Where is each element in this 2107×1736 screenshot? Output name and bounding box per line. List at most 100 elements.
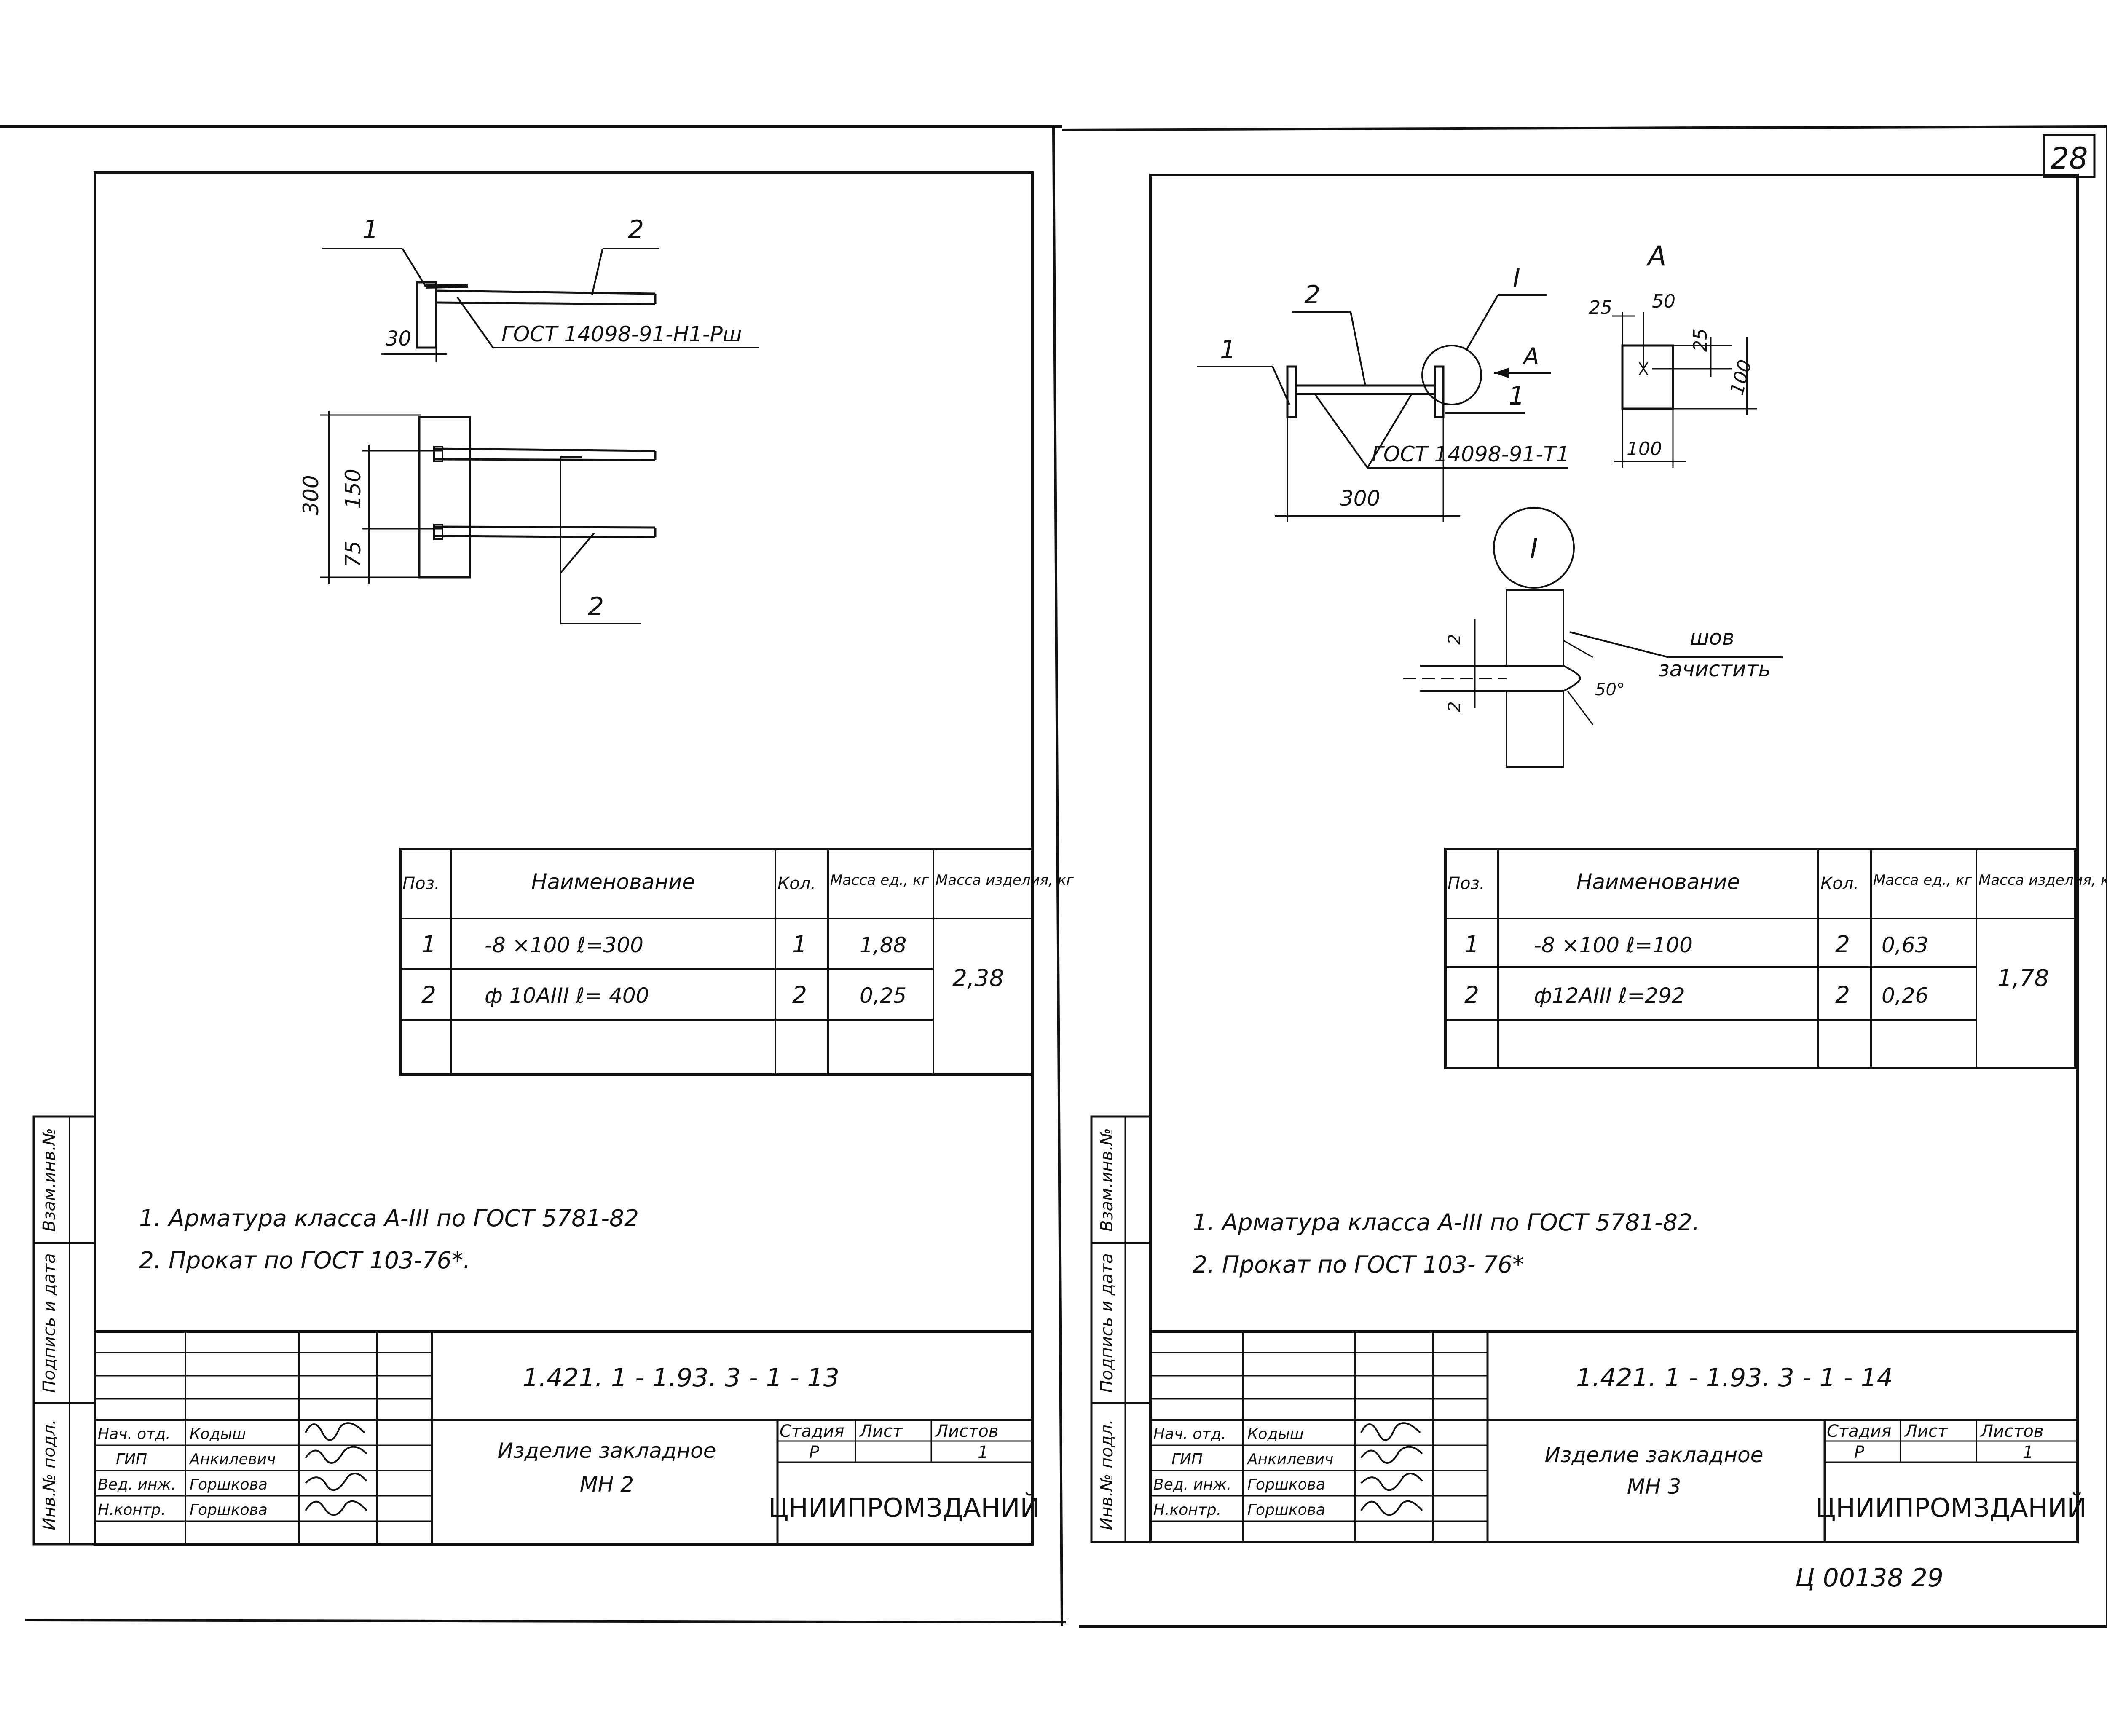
spec-header-mass-total: Масса изделия, кг xyxy=(936,872,1074,889)
detail-marker: I xyxy=(1513,263,1520,293)
side-label-signature: Подпись и дата xyxy=(40,1253,59,1393)
weld-ref: ГОСТ 14098-91-Н1-Рш xyxy=(501,322,742,346)
name-control: Горшкова xyxy=(190,1501,268,1519)
role-gip: ГИП xyxy=(116,1451,147,1468)
spec-row-2-qty: 2 xyxy=(1835,981,1850,1008)
notes-mn2: 1. Арматура класса А-III по ГОСТ 5781-82… xyxy=(139,1205,639,1274)
callout-1: 1 xyxy=(1220,335,1236,364)
side-strip: Взам.инв.№ Подпись и дата Инв.№ подл. xyxy=(1090,1115,1152,1543)
name-head: Кодыш xyxy=(190,1425,246,1443)
page-frame xyxy=(0,125,2107,1628)
sheet-mn3: Взам.инв.№ Подпись и дата Инв.№ подл. 1 … xyxy=(1090,174,2107,1593)
front-view-mn2: 2 300 150 75 xyxy=(299,411,657,624)
detail-angle: 50° xyxy=(1595,680,1625,699)
spec-row-2-mass: 0,25 xyxy=(860,983,906,1008)
stage-value: Р xyxy=(1854,1443,1865,1462)
spec-row-1-pos: 1 xyxy=(1464,931,1479,958)
spec-header-qty: Кол. xyxy=(777,874,816,893)
spec-header-pos: Поз. xyxy=(1448,874,1485,893)
spec-table-mn2: Поз. Наименование Кол. Масса ед., кг Мас… xyxy=(399,848,1074,1076)
drawing-code: 1.421. 1 - 1.93. 3 - 1 - 13 xyxy=(523,1363,839,1393)
spec-header-mass-total: Масса изделия, кг xyxy=(1978,872,2107,889)
dim-50-x: 50 xyxy=(1652,291,1675,312)
role-lead: Вед. инж. xyxy=(1153,1476,1231,1493)
dim-300: 300 xyxy=(1340,486,1380,511)
spec-row-1-mass: 1,88 xyxy=(860,933,906,957)
view-a-mn3: А 25 50 25 100 100 xyxy=(1589,241,1757,468)
callout-2-lower: 2 xyxy=(588,592,604,622)
spec-header-mass-unit: Масса ед., кг xyxy=(1873,872,1973,889)
stage-value: Р xyxy=(809,1443,820,1462)
spec-row-1-mass: 0,63 xyxy=(1882,933,1928,957)
role-gip: ГИП xyxy=(1171,1451,1203,1468)
spec-header-pos: Поз. xyxy=(402,874,440,893)
role-control: Н.контр. xyxy=(1153,1501,1221,1519)
spec-header-mass-unit: Масса ед., кг xyxy=(830,872,930,889)
spec-total: 1,78 xyxy=(1997,964,2049,991)
note-2: 2. Прокат по ГОСТ 103- 76* xyxy=(1193,1251,1524,1278)
side-strip: Взам.инв.№ Подпись и дата Инв.№ подл. xyxy=(32,1115,96,1546)
note-1: 1. Арматура класса А-III по ГОСТ 5781-82 xyxy=(139,1205,639,1232)
spec-row-2-mass: 0,26 xyxy=(1882,983,1928,1008)
side-label-inventory: Инв.№ подл. xyxy=(1097,1419,1117,1530)
role-head: Нач. отд. xyxy=(1153,1425,1226,1443)
side-view-mn2: 1 2 ГОСТ 14098-91-Н1-Рш 30 xyxy=(322,215,759,362)
sheets-value: 1 xyxy=(2023,1443,2033,1462)
detail-i-mn3: I шов зачистить 50° 2 2 xyxy=(1403,507,1783,768)
title-block-mn3: 1.421. 1 - 1.93. 3 - 1 - 14 Изделие закл… xyxy=(1149,1330,2087,1543)
spec-row-1-name: -8 ×100 ℓ=300 xyxy=(485,933,643,957)
title-block-mn2: 1.421. 1 - 1.93. 3 - 1 - 13 Изделие закл… xyxy=(94,1330,1040,1546)
name-lead: Горшкова xyxy=(1247,1476,1325,1493)
side-label-replace: Взам.инв.№ xyxy=(40,1128,59,1232)
spec-row-2-name: ф12АIII ℓ=292 xyxy=(1534,983,1685,1008)
spec-row-2-pos: 2 xyxy=(1464,981,1479,1008)
weld-ref: ГОСТ 14098-91-Т1 xyxy=(1372,442,1570,466)
dim-150: 150 xyxy=(341,469,365,509)
spec-row-2-name: ф 10АIII ℓ= 400 xyxy=(485,983,649,1008)
spec-header-name: Наименование xyxy=(1576,870,1740,894)
signature-3 xyxy=(1360,1473,1423,1491)
sheet-label: Лист xyxy=(859,1422,903,1441)
signature-4 xyxy=(1360,1500,1423,1516)
spec-row-1-qty: 1 xyxy=(792,931,807,958)
note-1: 1. Арматура класса А-III по ГОСТ 5781-82… xyxy=(1193,1209,1700,1236)
drawing-title: Изделие закладное xyxy=(1544,1443,1763,1467)
weld-note-1: шов xyxy=(1690,625,1734,650)
weld-note-2: зачистить xyxy=(1658,657,1771,681)
signature-1 xyxy=(305,1422,365,1441)
dim-100-w: 100 xyxy=(1627,438,1662,460)
drawing-subtitle: МН 3 xyxy=(1627,1474,1681,1499)
dim-30: 30 xyxy=(386,327,411,351)
spec-header-qty: Кол. xyxy=(1820,874,1859,893)
spec-table-mn3: Поз. Наименование Кол. Масса ед., кг Мас… xyxy=(1444,848,2107,1069)
page-number: 28 xyxy=(2050,141,2088,176)
drawing-subtitle: МН 2 xyxy=(580,1472,634,1497)
side-label-signature: Подпись и дата xyxy=(1097,1253,1117,1393)
callout-2: 2 xyxy=(628,215,644,244)
notes-mn3: 1. Арматура класса А-III по ГОСТ 5781-82… xyxy=(1193,1209,1700,1278)
spec-row-1-pos: 1 xyxy=(421,931,436,958)
role-control: Н.контр. xyxy=(98,1501,166,1519)
signature-1 xyxy=(1360,1422,1421,1441)
callout-1-right: 1 xyxy=(1509,381,1525,411)
callout-1: 1 xyxy=(362,215,378,244)
spec-row-2-pos: 2 xyxy=(421,981,436,1008)
name-gip: Анкилевич xyxy=(1247,1451,1333,1468)
page-number-box: 28 xyxy=(2043,134,2096,178)
detail-label: I xyxy=(1530,533,1538,565)
side-label-replace: Взам.инв.№ xyxy=(1097,1128,1117,1232)
main-view-mn3: 1 2 1 I А ГОСТ 14098-91-Т1 300 xyxy=(1197,263,1570,522)
dim-25-y: 25 xyxy=(1690,328,1711,352)
stage-label: Стадия xyxy=(780,1422,844,1441)
spec-header-name: Наименование xyxy=(531,870,695,894)
signature-3 xyxy=(305,1473,367,1491)
sheets-value: 1 xyxy=(978,1443,988,1462)
role-head: Нач. отд. xyxy=(98,1425,171,1443)
role-lead: Вед. инж. xyxy=(98,1476,176,1493)
name-gip: Анкилевич xyxy=(189,1451,276,1468)
dim-25-x: 25 xyxy=(1589,297,1612,319)
detail-dim-b: 2 xyxy=(1445,702,1464,712)
signature-2 xyxy=(305,1446,367,1464)
organization: ЦНИИПРОМЗДАНИЙ xyxy=(768,1492,1040,1523)
